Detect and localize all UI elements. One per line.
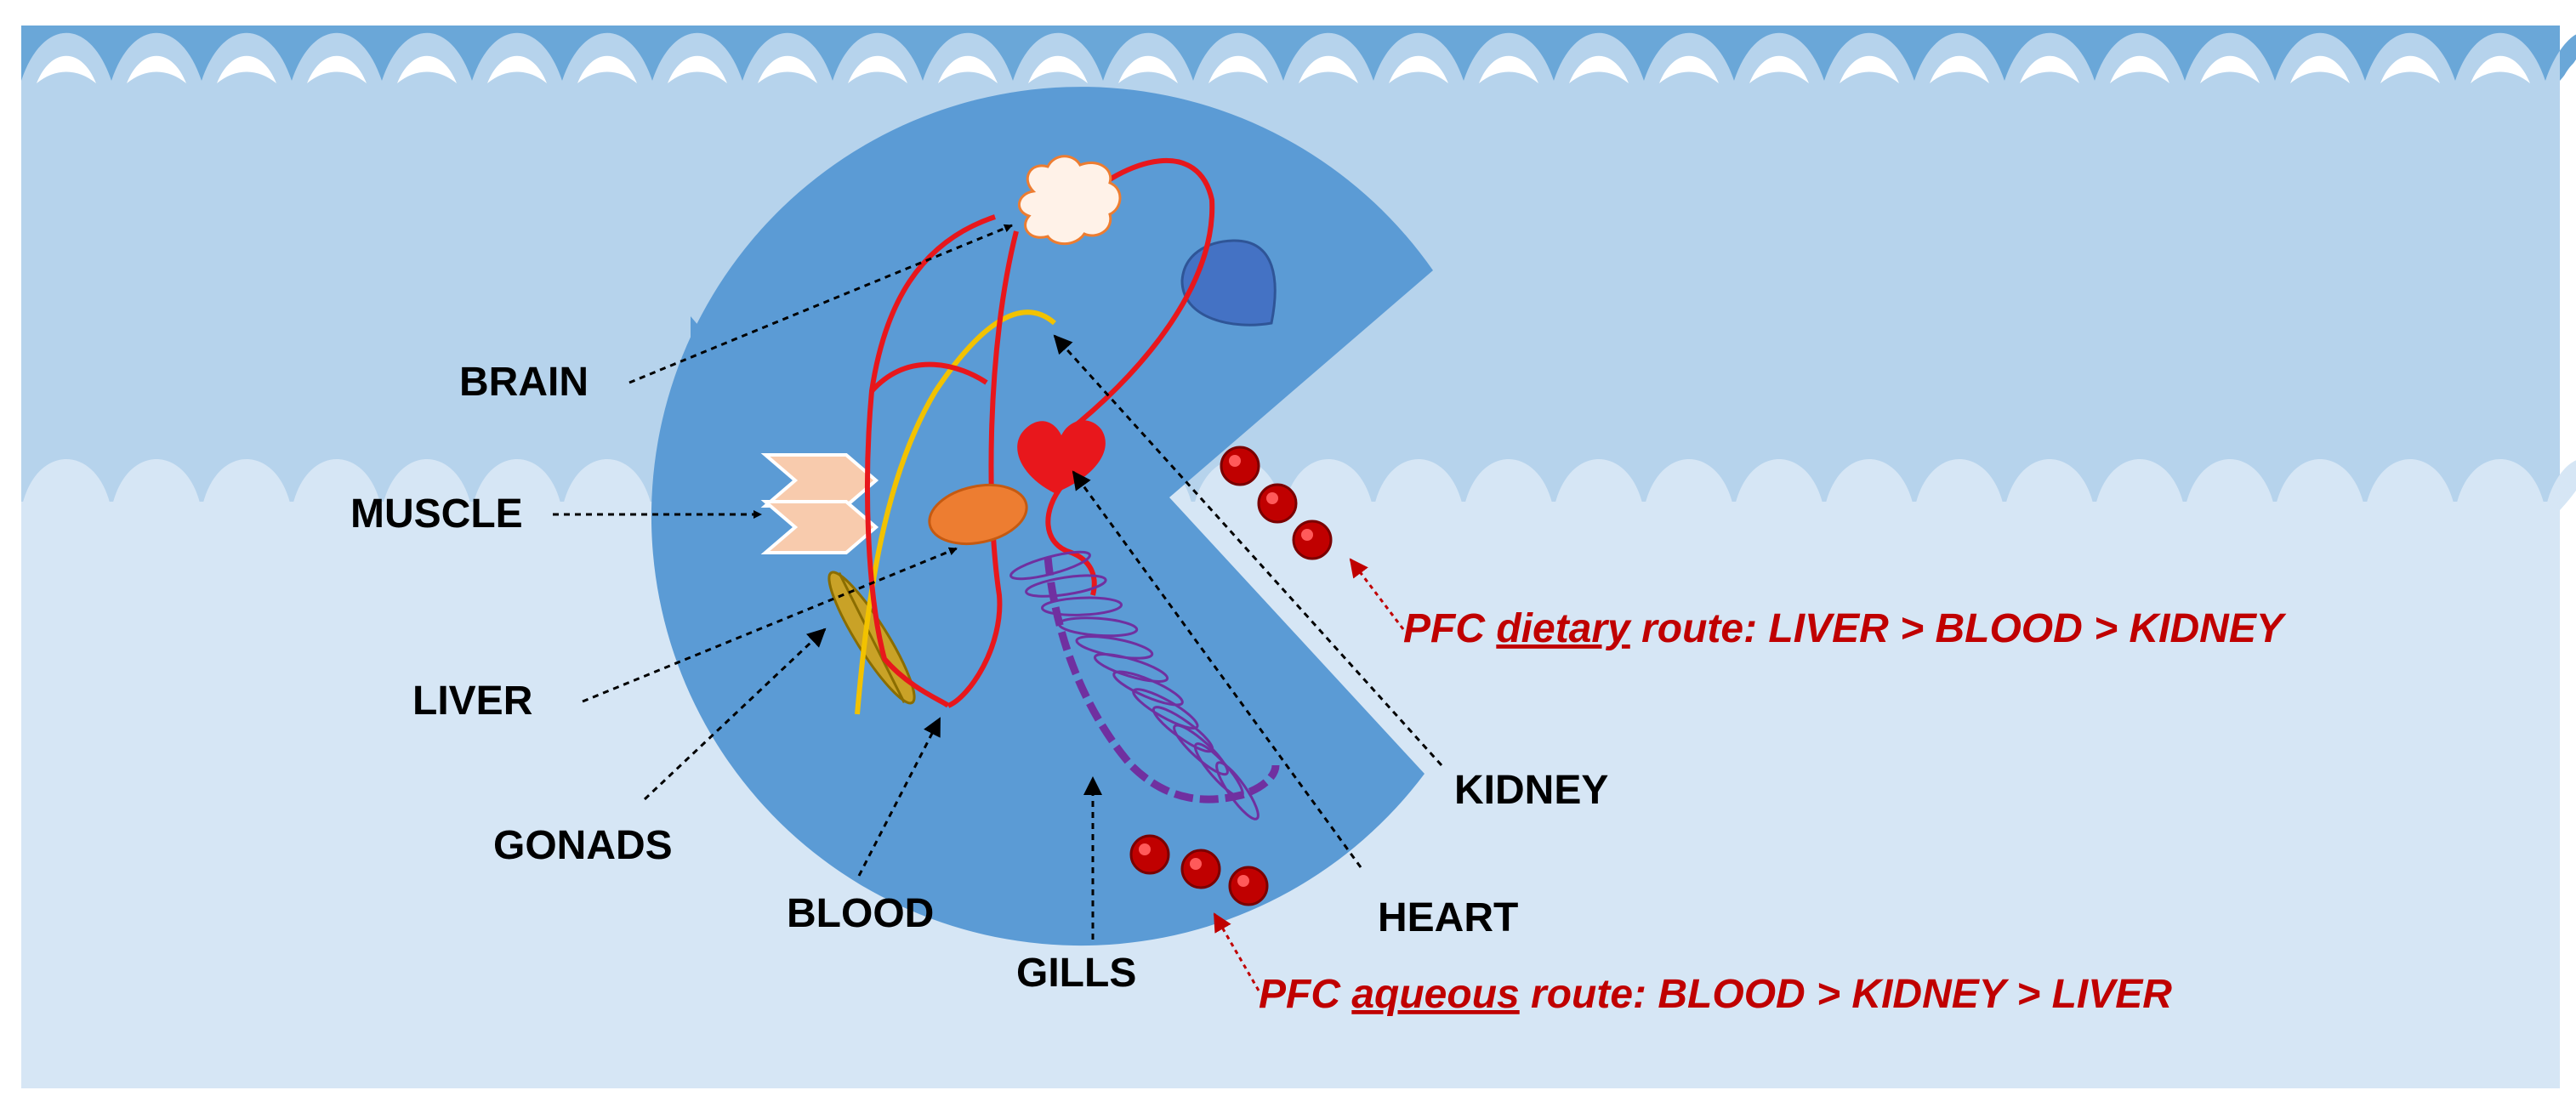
liver-icon [928, 484, 1028, 545]
heart-arrow [1072, 470, 1362, 868]
pfc-particles [1129, 446, 1333, 906]
aqueous-route-arrow [1213, 912, 1260, 991]
dietary-route-prefix: PFC [1403, 606, 1496, 651]
dietary-route-keyword: dietary [1496, 606, 1632, 651]
pfc-particle-highlight [1139, 843, 1151, 855]
gill-filament [1215, 761, 1260, 821]
label-kidney: KIDNEY [1454, 768, 1608, 813]
pfc-particle [1292, 520, 1333, 560]
pfc-particle-highlight [1237, 875, 1249, 887]
kidney-arrow [1053, 334, 1443, 767]
label-gills: GILLS [1016, 951, 1136, 996]
pfc-particle [1129, 834, 1170, 875]
aqueous-route-keyword: aqueous [1351, 972, 1519, 1017]
gill-arch [1043, 556, 1280, 804]
organ-labels: BRAIN MUSCLE LIVER GONADS BLOOD GILLS HE… [350, 360, 1608, 996]
liver-arrow [582, 547, 958, 703]
pfc-particle-highlight [1229, 455, 1241, 467]
pfc-particle [1220, 446, 1260, 486]
gill-filament [1025, 574, 1107, 598]
label-blood: BLOOD [787, 891, 934, 936]
aqueous-route-suffix: route: BLOOD > KIDNEY > LIVER [1520, 972, 2173, 1017]
eye-icon [1180, 239, 1277, 327]
gills-icon [1009, 550, 1280, 821]
leader-arrows [553, 224, 1443, 940]
gill-filament [1057, 616, 1139, 638]
pfc-particle [1180, 849, 1221, 889]
route-arrows [1213, 558, 1405, 991]
nerve-line [855, 309, 1056, 715]
label-liver: LIVER [412, 679, 532, 724]
aqueous-route-prefix: PFC [1259, 972, 1351, 1017]
pfc-particle-highlight [1266, 492, 1278, 504]
fish [651, 87, 1433, 946]
gonads-arrow [643, 627, 827, 801]
route-labels: PFC dietary route: LIVER > BLOOD > KIDNE… [1259, 606, 2287, 1017]
brain-arrow [628, 224, 1013, 384]
pfc-particle-highlight [1190, 858, 1202, 870]
blood-arrow [857, 717, 941, 877]
muscle-icon [760, 453, 879, 554]
gill-filament [1132, 688, 1199, 730]
gill-filament [1112, 670, 1184, 707]
label-muscle: MUSCLE [350, 491, 523, 537]
label-heart: HEART [1378, 895, 1518, 940]
surface-wave [21, 26, 2576, 81]
gill-filament [1009, 550, 1091, 581]
dietary-route-text: PFC dietary route: LIVER > BLOOD > KIDNE… [1403, 606, 2287, 651]
brain-icon [1018, 155, 1122, 246]
surface-wave-highlight [37, 55, 2576, 83]
pfc-particle [1257, 483, 1298, 524]
label-gonads: GONADS [493, 823, 673, 868]
pfc-particle [1228, 866, 1269, 906]
gill-filament [1173, 724, 1229, 776]
dietary-route-arrow [1349, 558, 1405, 630]
aqueous-route-text: PFC aqueous route: BLOOD > KIDNEY > LIVE… [1259, 972, 2172, 1017]
pfc-particle-highlight [1301, 529, 1313, 541]
gill-filament [1041, 596, 1123, 616]
gill-filament [1093, 652, 1169, 683]
label-brain: BRAIN [459, 360, 589, 405]
dietary-route-suffix: route: LIVER > BLOOD > KIDNEY [1630, 606, 2287, 651]
